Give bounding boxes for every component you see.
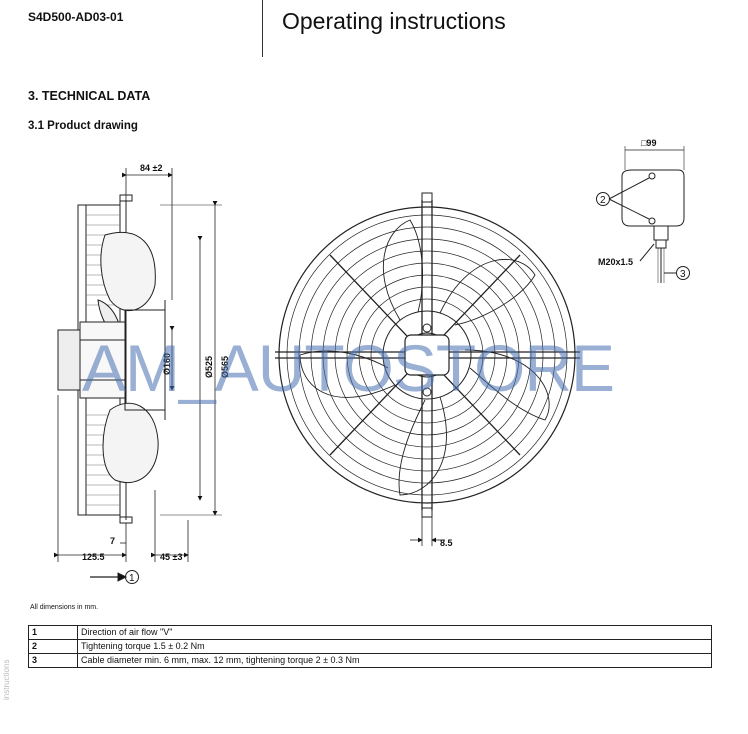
document-code: S4D500-AD03-01 [28,10,124,24]
notes-table: 1 Direction of air flow "V" 2 Tightening… [28,625,712,668]
dim-thread: M20x1.5 [598,257,633,267]
table-row: 3 Cable diameter min. 6 mm, max. 12 mm, … [28,653,712,668]
note-text: Cable diameter min. 6 mm, max. 12 mm, ti… [77,653,712,668]
note-number: 3 [28,653,78,668]
note-text: Direction of air flow "V" [77,625,712,640]
airflow-arrow [90,570,139,584]
product-drawing: 84 ±2 Ø525 Ø565 Ø160 125.5 7 45 ±3 1 [54,138,690,584]
watermark: AM_AUTOSTORE [82,331,615,405]
terminal-box [596,146,690,283]
side-view [57,194,166,524]
header-divider [262,0,263,57]
note-number: 2 [28,639,78,654]
dim-8-5: 8.5 [440,538,453,548]
document-title: Operating instructions [282,8,506,34]
table-row: 1 Direction of air flow "V" [28,625,712,640]
dim-45: 45 ±3 [160,552,182,562]
dim-d525: Ø525 [204,356,214,378]
table-row: 2 Tightening torque 1.5 ± 0.2 Nm [28,639,712,654]
dimensions-note: All dimensions in mm. [30,604,99,611]
subsection-heading: 3.1 Product drawing [28,120,138,132]
dim-7: 7 [110,536,115,546]
dim-84: 84 ±2 [140,163,162,173]
callout-1: 1 [129,573,135,584]
callout-3: 3 [680,269,686,280]
front-view [275,192,580,518]
note-text: Tightening torque 1.5 ± 0.2 Nm [77,639,712,654]
front-view-dimensions [410,517,445,546]
side-label: instructions [2,659,11,700]
note-number: 1 [28,625,78,640]
callout-2: 2 [600,195,606,206]
section-heading: 3. TECHNICAL DATA [28,89,151,103]
dim-125: 125.5 [82,552,105,562]
dim-box: □99 [641,138,656,148]
dim-hub: Ø160 [162,353,172,375]
dim-d565: Ø565 [220,356,230,378]
side-view-dimensions [54,168,222,562]
